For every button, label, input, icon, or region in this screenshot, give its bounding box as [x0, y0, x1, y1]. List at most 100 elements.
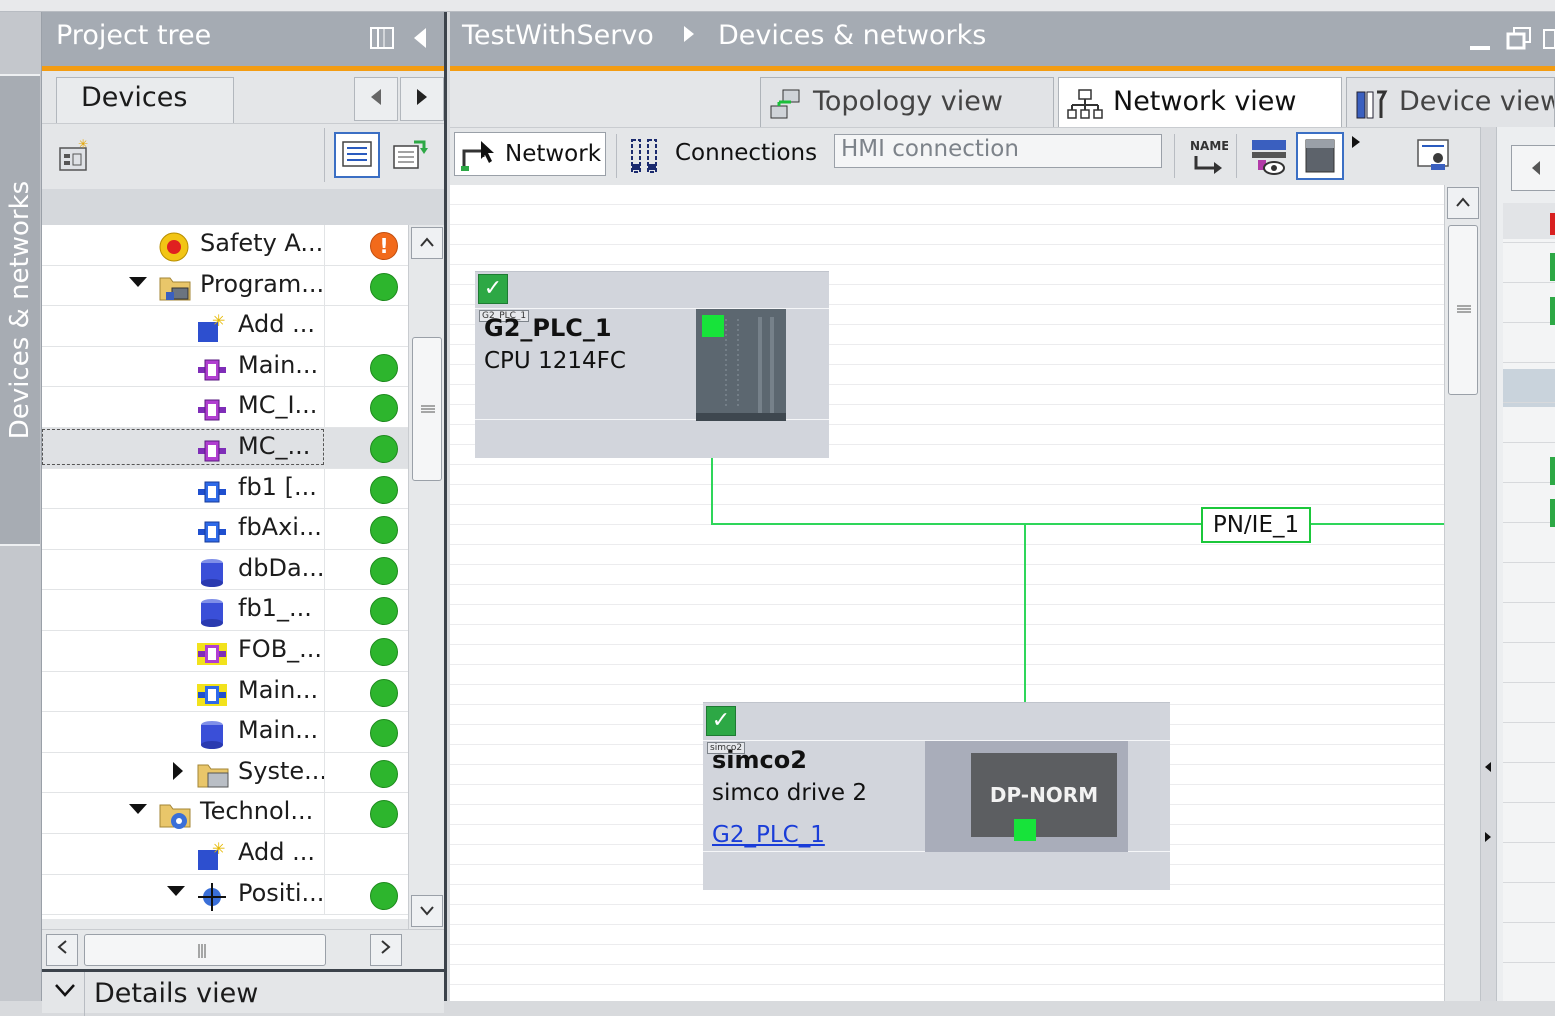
- expand-arrow-icon[interactable]: [128, 801, 148, 817]
- tree-row[interactable]: FOB_...: [42, 631, 408, 672]
- device-drive[interactable]: ✓ simco2 simco2 simco drive 2 G2_PLC_1 D…: [703, 702, 1170, 890]
- tree-row[interactable]: Safety A...!: [42, 225, 408, 266]
- toolbar-separator: [616, 134, 617, 178]
- connections-label[interactable]: Connections: [675, 140, 818, 166]
- tree-item-label: FOB_...: [238, 635, 323, 663]
- network-mode-button[interactable]: Network: [454, 132, 606, 176]
- scroll-down-button[interactable]: [411, 895, 443, 927]
- scroll-thumb[interactable]: [412, 337, 442, 481]
- show-hierarchy-icon[interactable]: [390, 136, 430, 176]
- scroll-thumb[interactable]: [1448, 225, 1478, 395]
- show-names-icon[interactable]: NAME: [1188, 136, 1228, 176]
- tree-row[interactable]: fb1_...: [42, 590, 408, 631]
- list-view-icon: [342, 141, 372, 167]
- tree-row[interactable]: Program...: [42, 265, 408, 307]
- details-view-bar[interactable]: Details view: [42, 969, 444, 1016]
- tab-network-view[interactable]: Network view: [1058, 77, 1342, 127]
- tree-row[interactable]: ✳Add ...: [42, 306, 408, 347]
- expand-arrow-icon[interactable]: [128, 274, 148, 290]
- dock-panel-icon[interactable]: [370, 26, 394, 50]
- breadcrumb-devices-networks[interactable]: Devices & networks: [718, 20, 987, 51]
- side-tab-devices-networks[interactable]: [0, 74, 40, 546]
- column-divider: [324, 509, 325, 550]
- chevron-up-icon: [420, 237, 434, 247]
- ob-block-icon: [196, 434, 226, 464]
- tree-row[interactable]: Main...: [42, 671, 408, 713]
- column-divider: [324, 225, 325, 265]
- minimize-icon[interactable]: [1468, 36, 1492, 52]
- tab-scroll-left-button[interactable]: [354, 77, 398, 121]
- devices-networks-editor: TestWithServo Devices & networks Topolog…: [450, 12, 1555, 1001]
- tree-row[interactable]: Technol...: [42, 793, 408, 834]
- ob-block-icon: [196, 353, 226, 383]
- tree-row[interactable]: MC_I...: [42, 387, 408, 428]
- top-menu-strip: [0, 0, 1555, 12]
- dp-norm-module[interactable]: DP-NORM: [971, 753, 1117, 837]
- subnet-line-pnie[interactable]: [711, 523, 1444, 525]
- device-properties-icon[interactable]: [1416, 136, 1452, 176]
- device-name[interactable]: simco2: [712, 746, 807, 774]
- tree-row[interactable]: ✳Add ...: [42, 834, 408, 875]
- collapse-arrow-icon[interactable]: [170, 761, 186, 781]
- plc-port-indicator[interactable]: [702, 315, 724, 337]
- tree-row[interactable]: fbAxi...: [42, 509, 408, 550]
- scroll-left-button[interactable]: [46, 934, 78, 966]
- fob-block-icon: [196, 637, 227, 667]
- subnet-label-pnie[interactable]: PN/IE_1: [1201, 507, 1311, 543]
- tab-topology-view[interactable]: Topology view: [760, 77, 1054, 127]
- tree-row[interactable]: Main...: [42, 712, 408, 753]
- tree-item-label: Safety A...: [200, 229, 324, 257]
- grip-icon: [1457, 305, 1471, 313]
- collapse-left-icon[interactable]: [1484, 761, 1492, 773]
- device-plc[interactable]: ✓ G2_PLC_1 G2_PLC_1 CPU 1214FC: [475, 271, 829, 458]
- connection-type-select[interactable]: HMI connection: [834, 134, 1537, 168]
- restore-icon[interactable]: [1506, 26, 1532, 52]
- tree-row[interactable]: Positi...: [42, 874, 408, 916]
- device-ok-check-icon: ✓: [706, 706, 736, 736]
- network-canvas[interactable]: PN/IE_1 ✓ G2_PLC_1 G2_PLC_1 CPU 1214FC ✓: [450, 185, 1444, 1001]
- table-toggle-button[interactable]: [1296, 132, 1344, 180]
- splitter-strip[interactable]: [1480, 127, 1496, 1001]
- expand-right-icon[interactable]: [1484, 831, 1492, 843]
- tree-row[interactable]: Main...: [42, 346, 408, 388]
- scroll-up-button[interactable]: [411, 227, 443, 259]
- network-overview-icon[interactable]: [1250, 138, 1288, 176]
- tab-device-view[interactable]: Device view: [1346, 77, 1555, 127]
- device-band: [475, 308, 829, 309]
- status-ok-icon: [370, 556, 398, 585]
- scroll-up-button[interactable]: [1447, 187, 1479, 219]
- assigned-controller-link[interactable]: G2_PLC_1: [712, 822, 825, 848]
- connections-icon[interactable]: [630, 138, 660, 174]
- drive-port-indicator[interactable]: [1014, 819, 1036, 841]
- close-icon[interactable]: [1542, 26, 1555, 52]
- overview-button[interactable]: [334, 132, 380, 178]
- more-tools-icon[interactable]: [1350, 134, 1362, 150]
- tree-horizontal-scrollbar[interactable]: [42, 929, 444, 969]
- column-divider: [324, 306, 325, 347]
- status-ok-icon: [370, 638, 398, 666]
- collapse-left-icon[interactable]: [412, 26, 428, 50]
- drive-network-link[interactable]: [1024, 523, 1026, 741]
- canvas-vertical-scrollbar[interactable]: [1444, 185, 1480, 1001]
- tree-row[interactable]: Syste...: [42, 752, 408, 794]
- tree-item-label: Program...: [200, 269, 325, 298]
- tree-row[interactable]: dbDa...: [42, 549, 408, 591]
- tree-vertical-scrollbar[interactable]: [408, 225, 444, 929]
- tree-row[interactable]: fb1 [...: [42, 468, 408, 510]
- side-panel-toggle[interactable]: [1511, 145, 1555, 191]
- breadcrumb-project[interactable]: TestWithServo: [462, 20, 654, 51]
- plc-network-link[interactable]: [711, 419, 713, 525]
- add-device-icon[interactable]: ✳: [56, 138, 92, 174]
- system-blocks-folder-icon: [196, 759, 229, 789]
- chevron-down-icon[interactable]: [54, 982, 76, 998]
- device-name[interactable]: G2_PLC_1: [484, 314, 612, 342]
- horizontal-scroll-thumb[interactable]: [84, 934, 326, 966]
- tree-row[interactable]: MC_...: [42, 428, 408, 469]
- tab-scroll-right-button[interactable]: [400, 77, 444, 121]
- fb-block-icon: [196, 515, 226, 545]
- scroll-right-button[interactable]: [370, 934, 402, 966]
- devices-tab[interactable]: Devices: [56, 77, 234, 123]
- toolbar-separator: [324, 128, 325, 182]
- expand-arrow-icon[interactable]: [166, 883, 186, 899]
- status-ok-icon: [370, 272, 398, 301]
